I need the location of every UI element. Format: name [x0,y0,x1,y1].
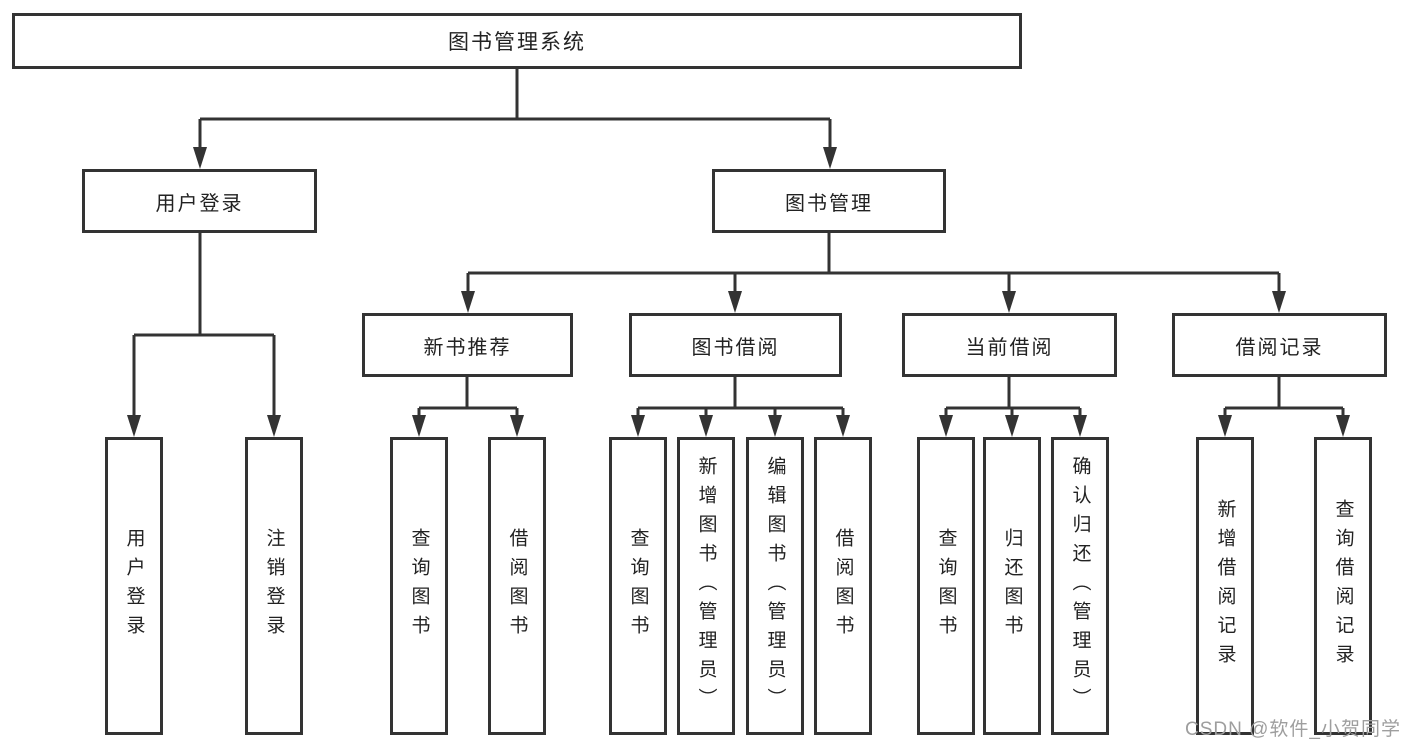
node-book-borrow: 图书借阅 [629,313,842,377]
csdn-watermark: CSDN @软件_小贺同学 [1185,719,1401,740]
node-edit-book-admin: 编辑图书（管理员） [746,437,804,735]
node-return-books: 归还图书 [983,437,1041,735]
node-label: 借阅记录 [1235,336,1324,359]
node-borrow-records: 借阅记录 [1172,313,1387,377]
node-label: 查询图书 [627,528,649,644]
node-label: 当前借阅 [965,336,1054,359]
node-label: 确认归还（管理员） [1069,455,1091,717]
node-confirm-return-admin: 确认归还（管理员） [1051,437,1109,735]
node-label: 新增图书（管理员） [695,455,717,717]
node-label: 新书推荐 [423,336,512,359]
node-query-books-current: 查询图书 [917,437,975,735]
node-logout-action: 注销登录 [245,437,303,735]
node-label: 编辑图书（管理员） [764,455,786,717]
node-label: 图书管理系统 [448,31,586,54]
node-current-borrow: 当前借阅 [902,313,1117,377]
node-label: 查询借阅记录 [1332,499,1354,673]
node-label: 借阅图书 [832,528,854,644]
node-label: 图书借阅 [691,336,780,359]
node-label: 注销登录 [263,528,285,644]
node-query-borrow-record: 查询借阅记录 [1314,437,1372,735]
node-label: 图书管理 [785,192,873,215]
node-query-books-borrow: 查询图书 [609,437,667,735]
node-user-login-action: 用户登录 [105,437,163,735]
node-book-management: 图书管理 [712,169,946,233]
node-borrow-books-recommend: 借阅图书 [488,437,546,735]
node-label: 归还图书 [1001,528,1023,644]
node-label: 新增借阅记录 [1214,499,1236,673]
node-label: 查询图书 [408,528,430,644]
node-label: 用户登录 [155,192,244,215]
node-label: 借阅图书 [506,528,528,644]
node-query-books-recommend: 查询图书 [390,437,448,735]
node-label: 查询图书 [935,528,957,644]
node-user-login: 用户登录 [82,169,317,233]
node-new-book-recommend: 新书推荐 [362,313,573,377]
node-library-system: 图书管理系统 [12,13,1022,69]
node-borrow-books: 借阅图书 [814,437,872,735]
node-add-borrow-record: 新增借阅记录 [1196,437,1254,735]
arrowheads [127,147,1350,437]
node-label: 用户登录 [123,528,145,644]
node-add-book-admin: 新增图书（管理员） [677,437,735,735]
